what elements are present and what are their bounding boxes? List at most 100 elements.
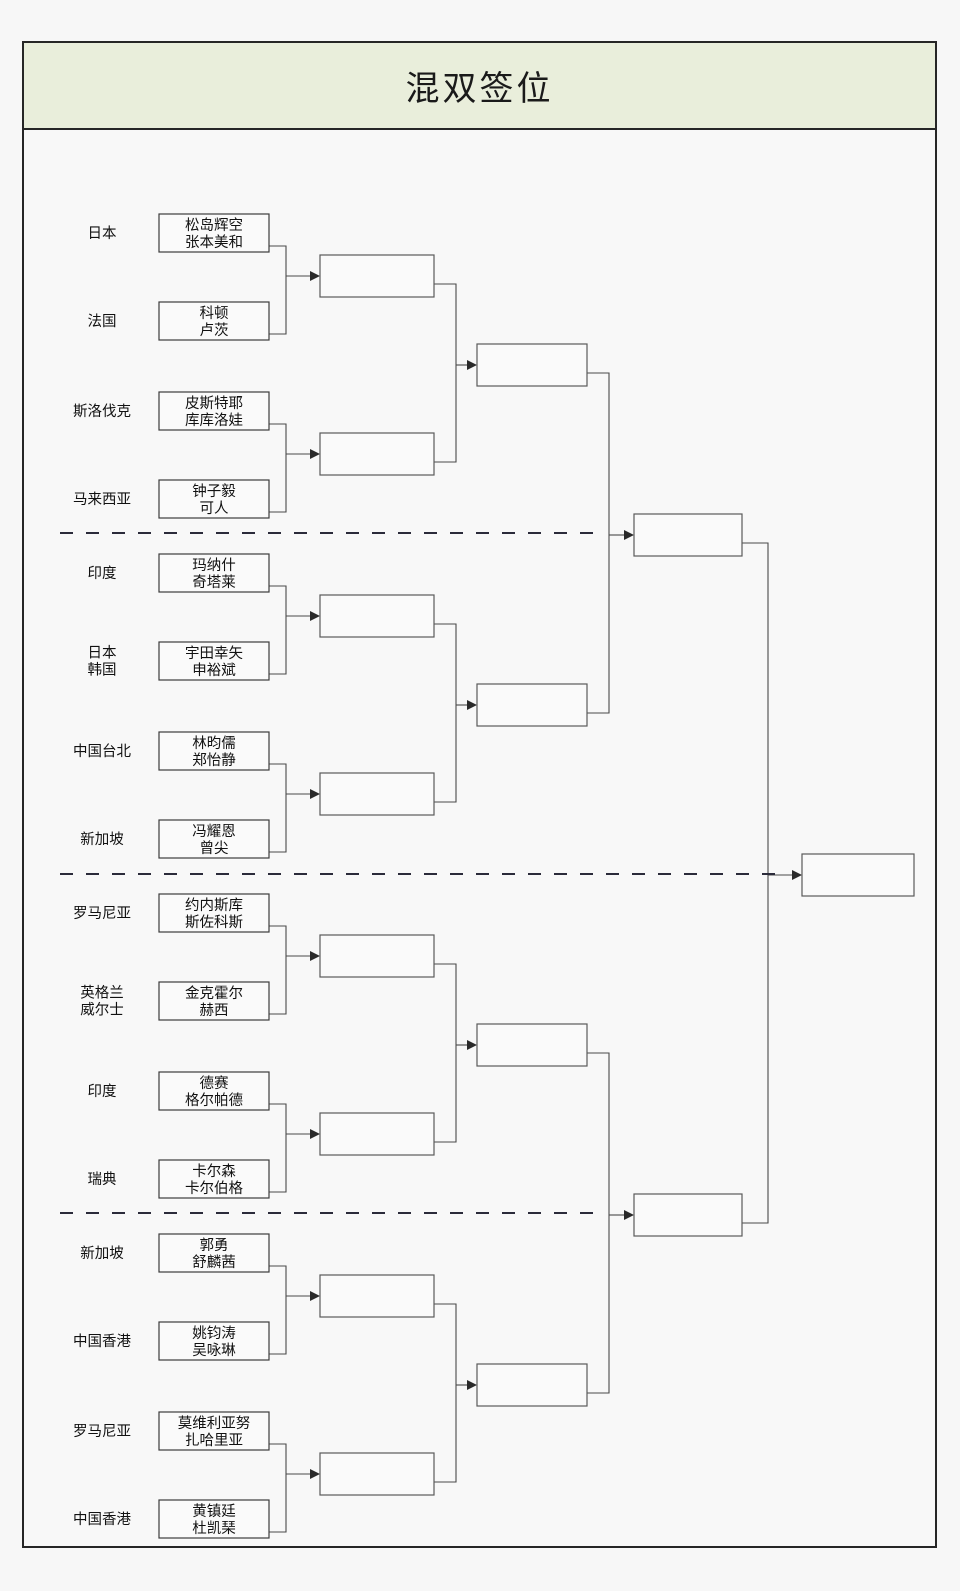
team-box-layer: 松岛辉空张本美和日本科顿卢茨法国皮斯特耶库库洛娃斯洛伐克钟子毅可人马来西亚玛纳什… (73, 213, 270, 1539)
bracket-connector (269, 245, 287, 335)
round2-slot[interactable] (319, 254, 435, 298)
player-name: 郑怡静 (192, 752, 236, 769)
bracket-connector (742, 542, 769, 1224)
round2-slot[interactable] (319, 594, 435, 638)
bracket-connector (269, 925, 287, 1015)
bracket-connector (434, 283, 457, 463)
advance-arrow-icon (310, 611, 320, 621)
advance-arrow-icon (467, 1380, 477, 1390)
advance-arrow-icon (467, 700, 477, 710)
player-name: 德赛 (200, 1075, 229, 1092)
team-box[interactable] (158, 1071, 270, 1111)
round2-slot-box[interactable] (319, 254, 435, 298)
round3-slot-box[interactable] (476, 1363, 588, 1407)
semifinal-slot-box[interactable] (633, 513, 743, 557)
round3-slot-box[interactable] (476, 683, 588, 727)
team-box[interactable] (158, 301, 270, 341)
semifinal-slot[interactable] (633, 1193, 743, 1237)
round3-slot[interactable] (476, 1023, 588, 1067)
round2-slot-box[interactable] (319, 432, 435, 476)
round2-slot[interactable] (319, 432, 435, 476)
team-box[interactable] (158, 731, 270, 771)
player-name: 莫维利亚努 (178, 1415, 251, 1432)
team-box[interactable] (158, 213, 270, 253)
team-box[interactable] (158, 641, 270, 681)
country-label: 印度 (88, 1083, 117, 1100)
semifinal-slot[interactable] (633, 513, 743, 557)
player-name: 斯佐科斯 (185, 914, 243, 931)
final-slot[interactable] (801, 853, 915, 897)
round2-slot[interactable] (319, 1452, 435, 1496)
bracket-connector (269, 763, 287, 853)
country-label: 斯洛伐克 (73, 403, 131, 420)
country-label: 瑞典 (88, 1171, 117, 1188)
round3-slot[interactable] (476, 1363, 588, 1407)
team-box[interactable] (158, 1321, 270, 1361)
bracket-connector (587, 372, 610, 714)
advance-arrow-icon (310, 1129, 320, 1139)
round2-slot-box[interactable] (319, 1274, 435, 1318)
round3-slot[interactable] (476, 683, 588, 727)
team-box[interactable] (158, 479, 270, 519)
team-box[interactable] (158, 819, 270, 859)
title-bar: 混双签位 (24, 43, 935, 130)
advance-arrow-icon (310, 1469, 320, 1479)
final-slot-box[interactable] (801, 853, 915, 897)
team-box[interactable] (158, 391, 270, 431)
player-name: 宇田幸矢 (185, 645, 243, 662)
advance-arrow-icon (310, 1291, 320, 1301)
team-box[interactable] (158, 553, 270, 593)
player-name: 金克霍尔 (185, 985, 243, 1002)
round3-slot-box[interactable] (476, 343, 588, 387)
round2-slot[interactable] (319, 934, 435, 978)
round2-slot-box[interactable] (319, 934, 435, 978)
round2-slot[interactable] (319, 1112, 435, 1156)
round2-slot[interactable] (319, 1274, 435, 1318)
round3-slot-box[interactable] (476, 1023, 588, 1067)
advance-arrow-icon (310, 951, 320, 961)
country-label: 日本 (88, 225, 117, 242)
team-box[interactable] (158, 1411, 270, 1451)
team-box[interactable] (158, 1499, 270, 1539)
team-box[interactable] (158, 981, 270, 1021)
round2-slot-box[interactable] (319, 772, 435, 816)
team-box[interactable] (158, 893, 270, 933)
player-name: 可人 (200, 500, 229, 517)
bracket-connector (434, 623, 457, 803)
player-name: 舒麟茜 (192, 1254, 236, 1271)
advance-arrow-icon (792, 870, 802, 880)
player-name: 扎哈里亚 (185, 1432, 243, 1449)
player-name: 卡尔森 (192, 1163, 236, 1180)
round2-slot-box[interactable] (319, 594, 435, 638)
team-box[interactable] (158, 1159, 270, 1199)
bracket-connector (434, 1303, 457, 1483)
advance-arrow-icon (310, 449, 320, 459)
bracket-connector (587, 1052, 610, 1394)
round2-slot-box[interactable] (319, 1452, 435, 1496)
semifinal-slot-box[interactable] (633, 1193, 743, 1237)
round2-slot-box[interactable] (319, 1112, 435, 1156)
country-label: 新加坡 (80, 1245, 124, 1262)
player-name: 赫西 (200, 1002, 229, 1019)
player-name: 皮斯特耶 (185, 395, 243, 412)
player-name: 冯耀恩 (192, 823, 236, 840)
round3-slot[interactable] (476, 343, 588, 387)
team-box[interactable] (158, 1233, 270, 1273)
round2-slot[interactable] (319, 772, 435, 816)
